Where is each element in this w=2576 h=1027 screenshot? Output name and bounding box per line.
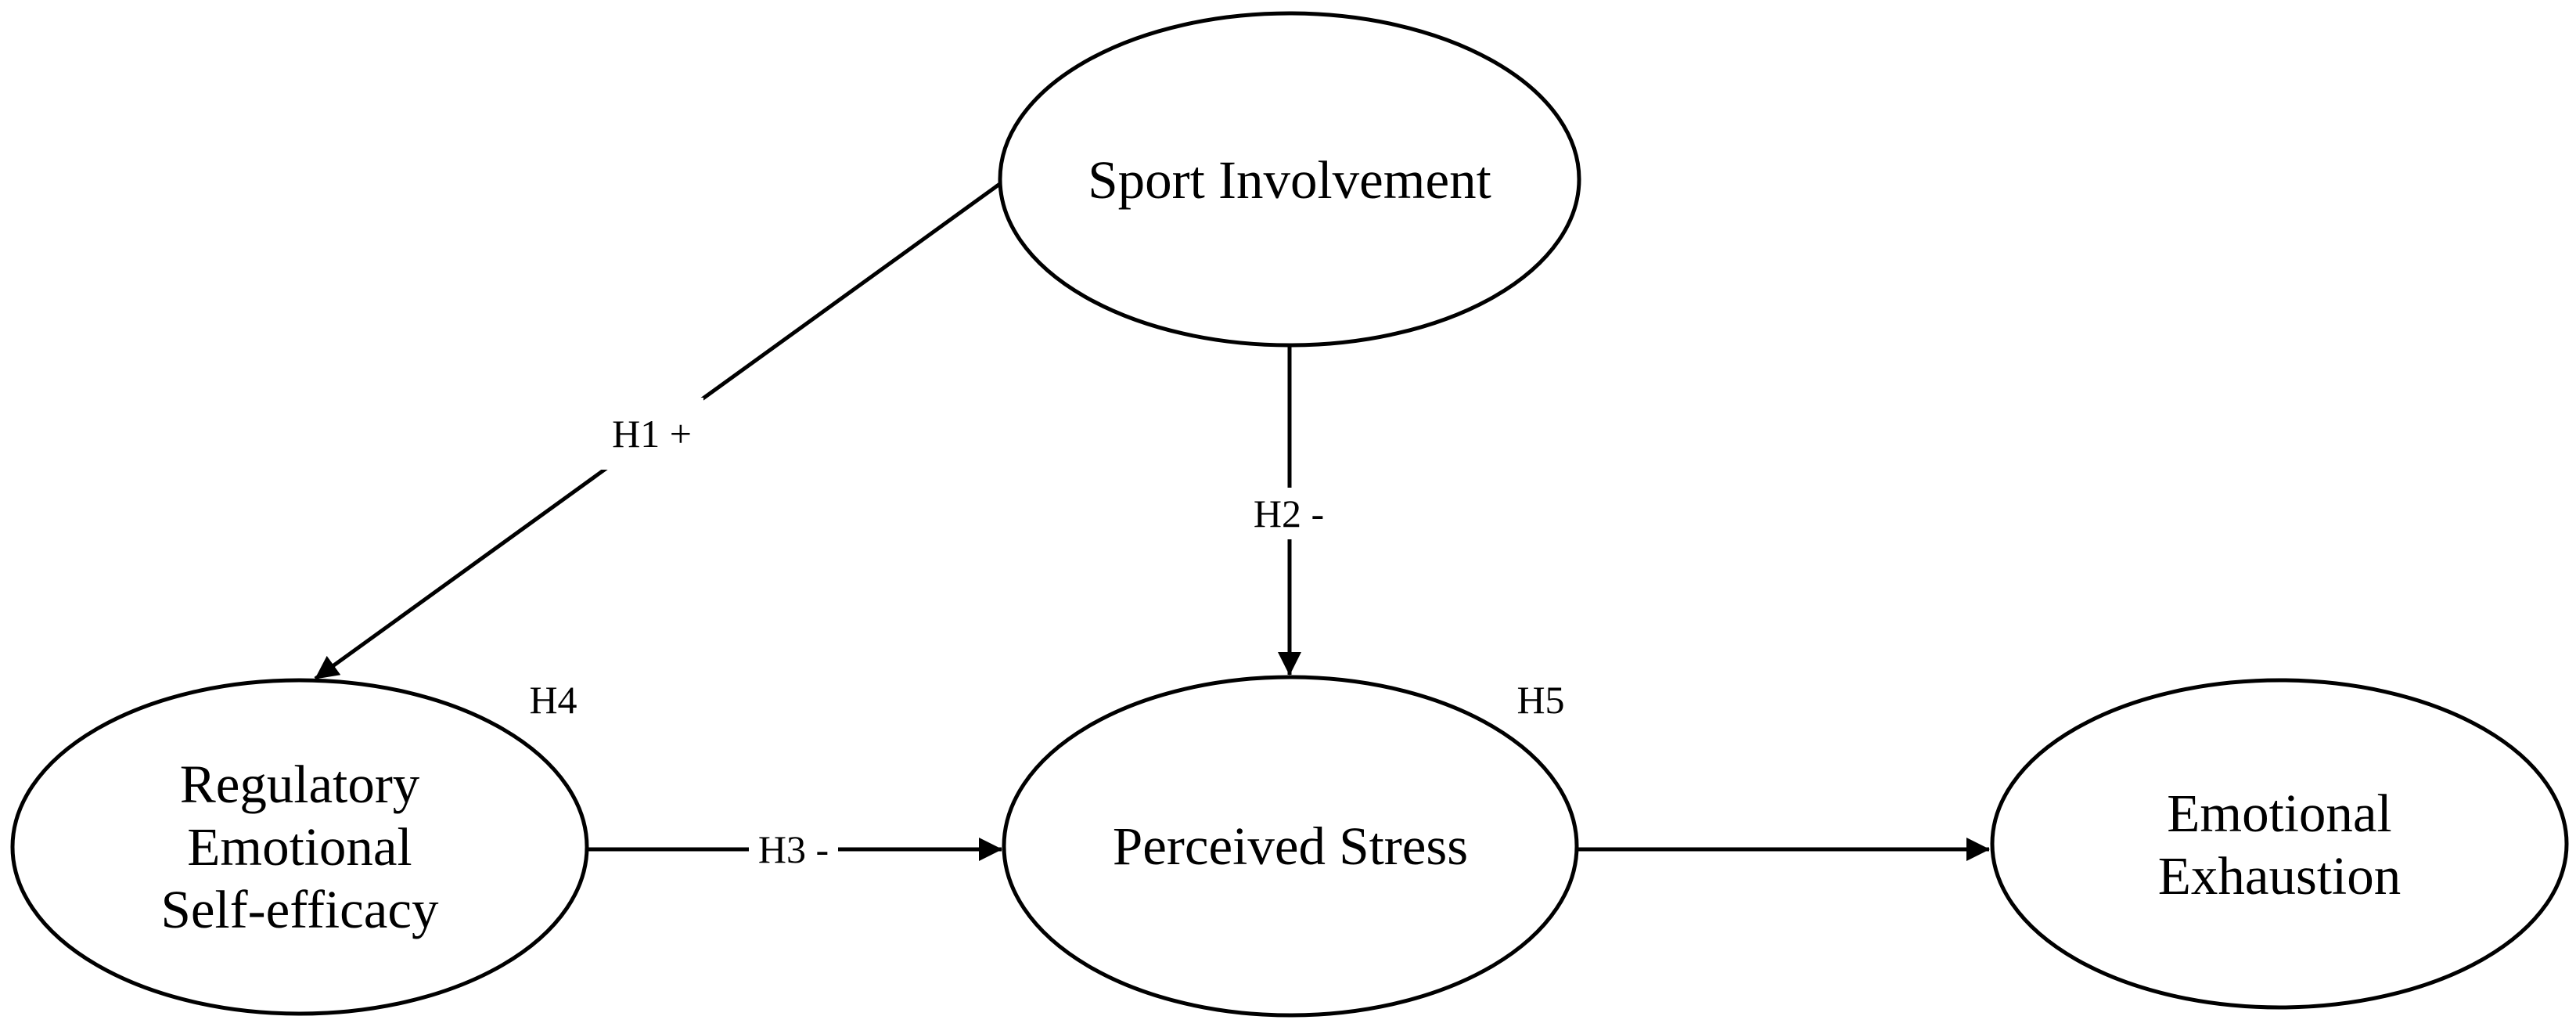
- label-gap-h3: [749, 822, 838, 877]
- node-regulatory-emotional-self-efficacy-label-line-1: Regulatory: [180, 755, 420, 814]
- node-emotional-exhaustion-label-line-1: Emotional: [2167, 784, 2391, 843]
- node-sport-involvement-ellipse: [998, 11, 1581, 348]
- node-emotional-exhaustion-label-line-2: Exhaustion: [2158, 846, 2401, 906]
- node-emotional-exhaustion-ellipse: [1990, 678, 2569, 1010]
- hypothesis-label-h2: H2 -: [1254, 492, 1324, 535]
- hypothesis-label-h3: H3 -: [758, 827, 829, 871]
- node-regulatory-emotional-self-efficacy-label-line-3: Self-efficacy: [160, 880, 439, 939]
- node-emotional-exhaustion: Emotional Exhaustion: [1990, 678, 2569, 1010]
- node-regulatory-emotional-self-efficacy-label-line-2: Emotional: [187, 817, 412, 877]
- node-perceived-stress-label: Perceived Stress: [1113, 816, 1468, 876]
- node-perceived-stress: Perceived Stress: [1002, 675, 1579, 1018]
- node-sport-involvement: Sport Involvement: [998, 11, 1581, 348]
- hypothesis-label-h5: H5: [1516, 678, 1564, 722]
- hypothesis-label-h1: H1 +: [612, 412, 692, 456]
- node-regulatory-emotional-self-efficacy-ellipse: [10, 678, 589, 1016]
- node-regulatory-emotional-self-efficacy: Regulatory Emotional Self-efficacy: [10, 678, 589, 1016]
- node-sport-involvement-label: Sport Involvement: [1088, 150, 1491, 210]
- node-perceived-stress-ellipse: [1002, 675, 1579, 1018]
- label-gap-h1: [600, 398, 703, 470]
- label-gap-h2: [1238, 488, 1340, 539]
- hypothesis-label-h4: H4: [529, 678, 577, 722]
